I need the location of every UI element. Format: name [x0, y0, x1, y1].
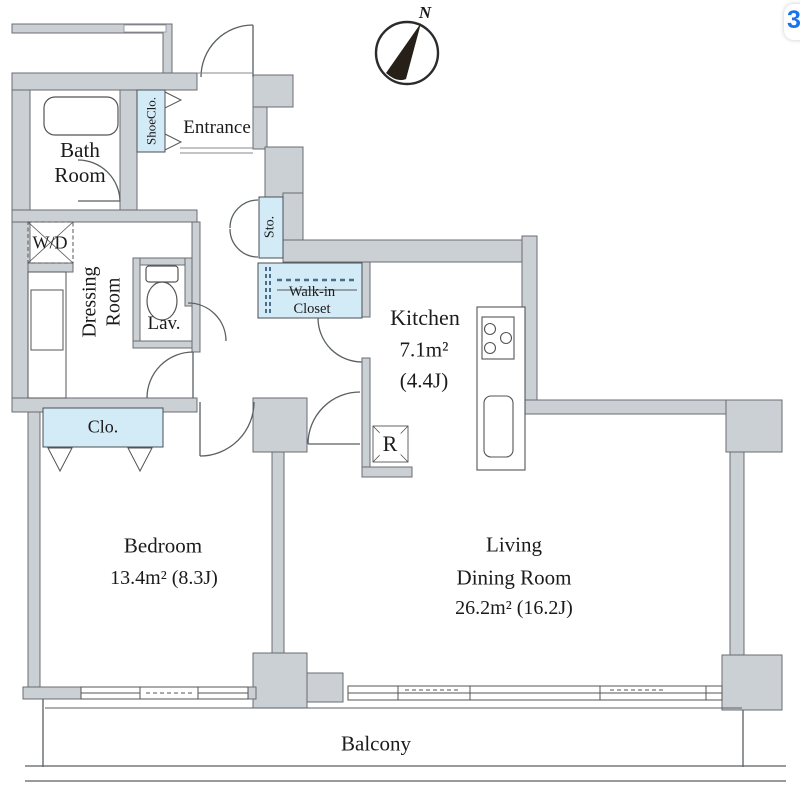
wall-pillar-center-top [252, 397, 308, 453]
kitchen-area-jo: (4.4J) [399, 368, 449, 393]
wall-step [306, 672, 344, 703]
walk-in-closet-label: Walk-in Closet [289, 284, 335, 318]
wall-niche [264, 146, 304, 198]
wall-pillar-center-bottom [252, 652, 308, 709]
living-window [347, 685, 723, 701]
wall-bedroom-left [27, 411, 41, 689]
living-dining-label-line2: Dining Room [456, 565, 572, 590]
doors [77, 24, 363, 457]
storage-folding-doors [229, 199, 259, 258]
bedroom-label: Bedroom [123, 533, 203, 558]
lavatory-label: Lav. [147, 312, 181, 334]
wall-corridor-left [191, 221, 201, 353]
wall-lav-top [132, 257, 193, 266]
living-dining-label-line1: Living [486, 532, 542, 557]
balcony-label: Balcony [341, 731, 411, 756]
lavatory-door [187, 302, 227, 342]
wall-wd-stub [27, 262, 74, 273]
wall-lav-right [184, 257, 193, 307]
bath-room-label-line2: Room [54, 163, 106, 187]
wall-pillar-bottom-right [721, 654, 783, 711]
wall-kitchen-top [282, 239, 538, 263]
shoe-closet-label: ShoeClo. [143, 96, 159, 146]
walk-in-closet-label-line1: Walk-in [288, 283, 336, 300]
entrance-step-lines [180, 72, 253, 154]
wall-lav-bottom [132, 340, 193, 349]
closet-area [42, 407, 164, 448]
dressing-room-label-line1: Dressing [78, 266, 101, 338]
kitchen-counter [476, 306, 526, 471]
entrance-label: Entrance [183, 116, 251, 138]
washbasin-counter [27, 271, 67, 399]
washer-dryer-box [27, 221, 74, 264]
washer-dryer-label: W/D [32, 232, 68, 253]
living-dining-area: 26.2m² (16.2J) [455, 597, 573, 620]
kitchen-area-sqm: 7.1m² [399, 337, 449, 362]
bath-door [77, 159, 121, 202]
wall-bath-right [119, 89, 138, 216]
stove-burner [483, 322, 497, 336]
closet-label: Clo. [87, 416, 119, 437]
refrigerator-label: R [379, 431, 401, 457]
wall-living-right [729, 451, 745, 656]
compass-needle [386, 23, 421, 81]
kitchen-hall-door [307, 391, 361, 445]
wall-entrance-right [252, 106, 268, 150]
bathtub [43, 96, 119, 136]
cropped-app-icon-glyph: 3 [787, 6, 800, 34]
wall-kitchen-left-upper [361, 261, 371, 318]
wall-fridge-nook [361, 466, 413, 478]
cropped-app-icon[interactable]: 3 [784, 4, 800, 40]
dressing-room-label-line2: Room [102, 277, 124, 327]
wall-lav-left [132, 257, 141, 349]
wall-bedroom-foot [22, 686, 82, 700]
bedroom-door [199, 401, 255, 457]
shoe-closet-area [136, 89, 166, 153]
stove-burner [499, 331, 513, 345]
wall-bedroom-living [271, 451, 285, 654]
toilet [145, 265, 179, 321]
wall-pillar-top-right [725, 399, 783, 453]
bath-room-label: Bath Room [54, 138, 105, 188]
wall-kitchen-left-lower [361, 357, 371, 468]
wall-left-upper [11, 89, 31, 403]
walk-in-closet-door [317, 317, 363, 363]
bath-room-label-line1: Bath [60, 138, 100, 163]
walk-in-closet-label-line2: Closet [293, 301, 331, 317]
walk-in-closet-pipes [265, 267, 357, 315]
shoe-closet-shelf-arrows [164, 91, 183, 151]
wall-block-top [11, 72, 198, 91]
compass-north-label: N [418, 2, 432, 22]
bedroom-window [80, 686, 249, 700]
dressing-room-label: Dressing Room [78, 266, 125, 337]
closet-hanger-arrows [47, 447, 153, 473]
compass [374, 20, 440, 86]
balcony-rails [25, 699, 786, 782]
storage-label: Sto. [262, 215, 278, 239]
dressing-room-door [146, 351, 194, 399]
wall-entrance-pillar [252, 74, 294, 108]
kitchen-sink [483, 395, 514, 458]
bedroom-area: 13.4m² (8.3J) [110, 567, 218, 590]
kitchen-label: Kitchen [390, 305, 460, 331]
top-wall-window [123, 24, 167, 33]
stove-burner [483, 341, 497, 355]
walls [11, 23, 783, 711]
entrance-door [200, 24, 254, 78]
wall-bath-bottom [11, 209, 198, 223]
storage-area [258, 196, 284, 259]
